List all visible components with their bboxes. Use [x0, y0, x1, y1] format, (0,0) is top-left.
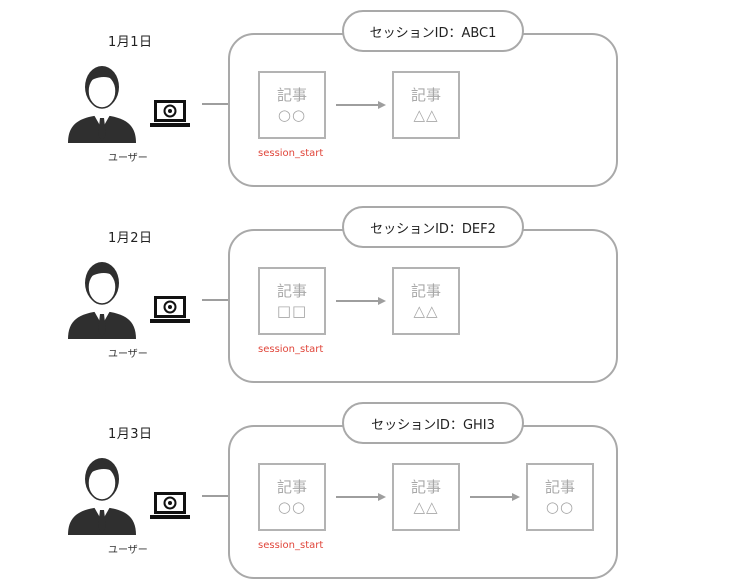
article-symbol: □□ — [276, 302, 308, 320]
arrow — [336, 493, 386, 501]
session-id-label: セッションID：GHI3 — [342, 402, 524, 444]
session-start-label: session_start — [258, 148, 324, 159]
article-title: 記事 — [276, 282, 307, 300]
session-start-label: session_start — [258, 540, 324, 551]
article-box: 記事 △△ — [392, 267, 460, 335]
session-row-1: 1月1日 ユーザー セッションID：ABC1 記事 ○○ 記事 △△ sessi… — [0, 0, 737, 190]
date-label: 1月3日 — [108, 427, 153, 442]
article-box: 記事 △△ — [392, 71, 460, 139]
user-label: ユーザー — [108, 349, 148, 360]
article-box: 記事 △△ — [392, 463, 460, 531]
article-title: 記事 — [276, 86, 307, 104]
session-id-label: セッションID：ABC1 — [342, 10, 524, 52]
laptop-browser-icon — [150, 296, 190, 323]
article-box: 記事 ○○ — [258, 71, 326, 139]
article-box: 記事 □□ — [258, 267, 326, 335]
session-start-label: session_start — [258, 344, 324, 355]
arrow — [470, 493, 520, 501]
article-symbol: ○○ — [277, 498, 307, 516]
article-box: 記事 ○○ — [526, 463, 594, 531]
user-label: ユーザー — [108, 153, 148, 164]
date-label: 1月1日 — [108, 35, 153, 50]
user-icon — [68, 458, 136, 535]
date-label: 1月2日 — [108, 231, 153, 246]
article-symbol: ○○ — [545, 498, 575, 516]
article-title: 記事 — [544, 478, 575, 496]
article-title: 記事 — [276, 478, 307, 496]
user-icon — [68, 66, 136, 143]
laptop-browser-icon — [150, 492, 190, 519]
arrow — [336, 297, 386, 305]
article-symbol: △△ — [413, 302, 439, 320]
user-icon — [68, 262, 136, 339]
article-symbol: ○○ — [277, 106, 307, 124]
user-label: ユーザー — [108, 545, 148, 556]
laptop-browser-icon — [150, 100, 190, 127]
article-title: 記事 — [410, 478, 441, 496]
article-symbol: △△ — [413, 106, 439, 124]
article-title: 記事 — [410, 282, 441, 300]
arrow — [336, 101, 386, 109]
session-row-2: 1月2日 ユーザー セッションID：DEF2 記事 □□ 記事 △△ sessi… — [0, 196, 737, 386]
session-id-label: セッションID：DEF2 — [342, 206, 524, 248]
article-box: 記事 ○○ — [258, 463, 326, 531]
article-title: 記事 — [410, 86, 441, 104]
session-row-3: 1月3日 ユーザー セッションID：GHI3 記事 ○○ 記事 △△ 記事 ○ — [0, 392, 737, 582]
article-symbol: △△ — [413, 498, 439, 516]
